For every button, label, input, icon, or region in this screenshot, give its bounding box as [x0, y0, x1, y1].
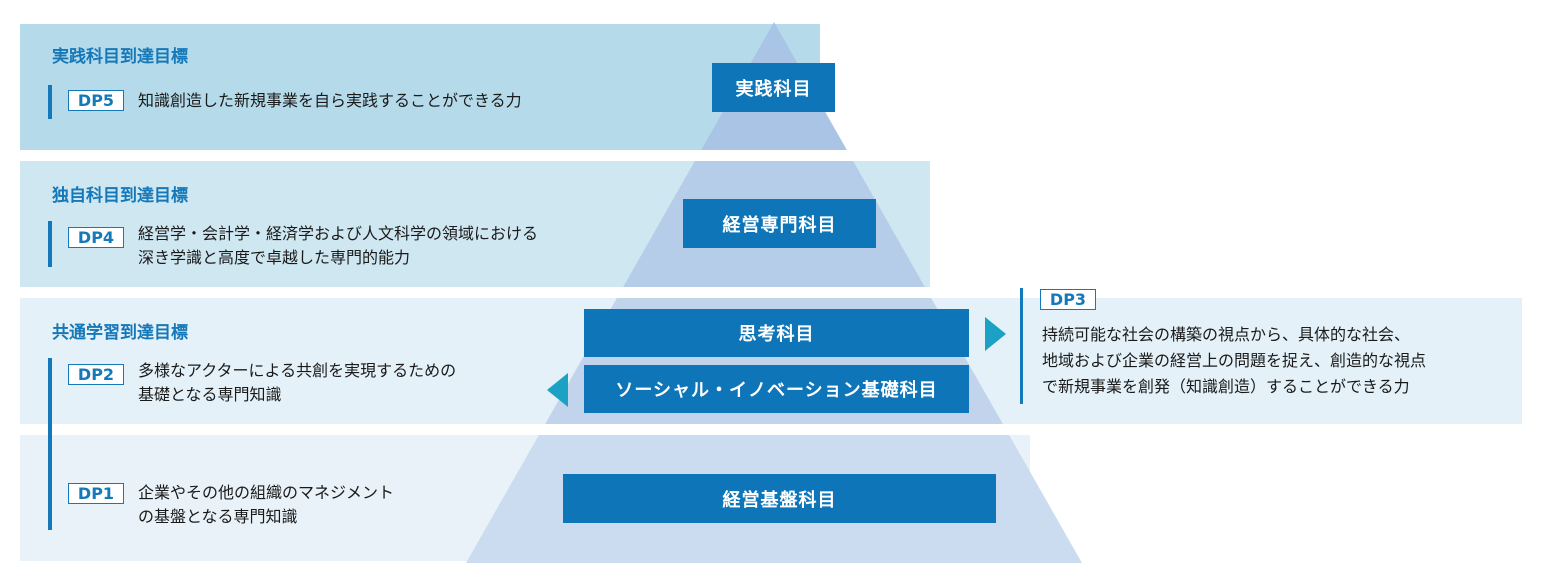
tier1-heading: 実践科目到達目標	[52, 47, 188, 67]
tier1-description: 知識創造した新規事業を自ら実践することができる力	[138, 91, 522, 110]
dp3-description: 持続可能な社会の構築の視点から、具体的な社会、 地域および企業の経営上の問題を捉…	[1042, 325, 1427, 396]
tier2-heading: 独自科目到達目標	[52, 186, 188, 206]
dp3-marker-bar	[1020, 288, 1023, 404]
subject-box-specialized: 経営専門科目	[683, 199, 876, 248]
arrow-left-icon	[547, 373, 568, 407]
tier2-description: 経営学・会計学・経済学および人文科学の領域における 深き学識と高度で卓越した専門…	[138, 224, 539, 267]
tier2-dp-badge: DP4	[68, 227, 124, 248]
subject-box-foundation: 経営基盤科目	[563, 474, 996, 523]
subject-box-practice: 実践科目	[712, 63, 835, 112]
tier4-description: 企業やその他の組織のマネジメント の基盤となる専門知識	[138, 483, 395, 526]
subject-box-thinking: 思考科目	[584, 309, 969, 357]
dp3-badge: DP3	[1040, 289, 1096, 310]
tier3-description: 多様なアクターによる共創を実現するための 基礎となる専門知識	[138, 361, 457, 404]
tier3-dp-badge: DP2	[68, 364, 124, 385]
subject-box-social-innovation: ソーシャル・イノベーション基礎科目	[584, 365, 969, 413]
tier3-heading: 共通学習到達目標	[52, 323, 188, 343]
tier-band-practice	[20, 24, 820, 150]
tier2-3-marker-bar	[48, 358, 52, 530]
tier4-dp-badge: DP1	[68, 483, 124, 504]
tier1-marker-bar	[48, 85, 52, 119]
tier2-marker-bar	[48, 221, 52, 267]
tier1-dp-badge: DP5	[68, 90, 124, 111]
arrow-right-icon	[985, 317, 1006, 351]
